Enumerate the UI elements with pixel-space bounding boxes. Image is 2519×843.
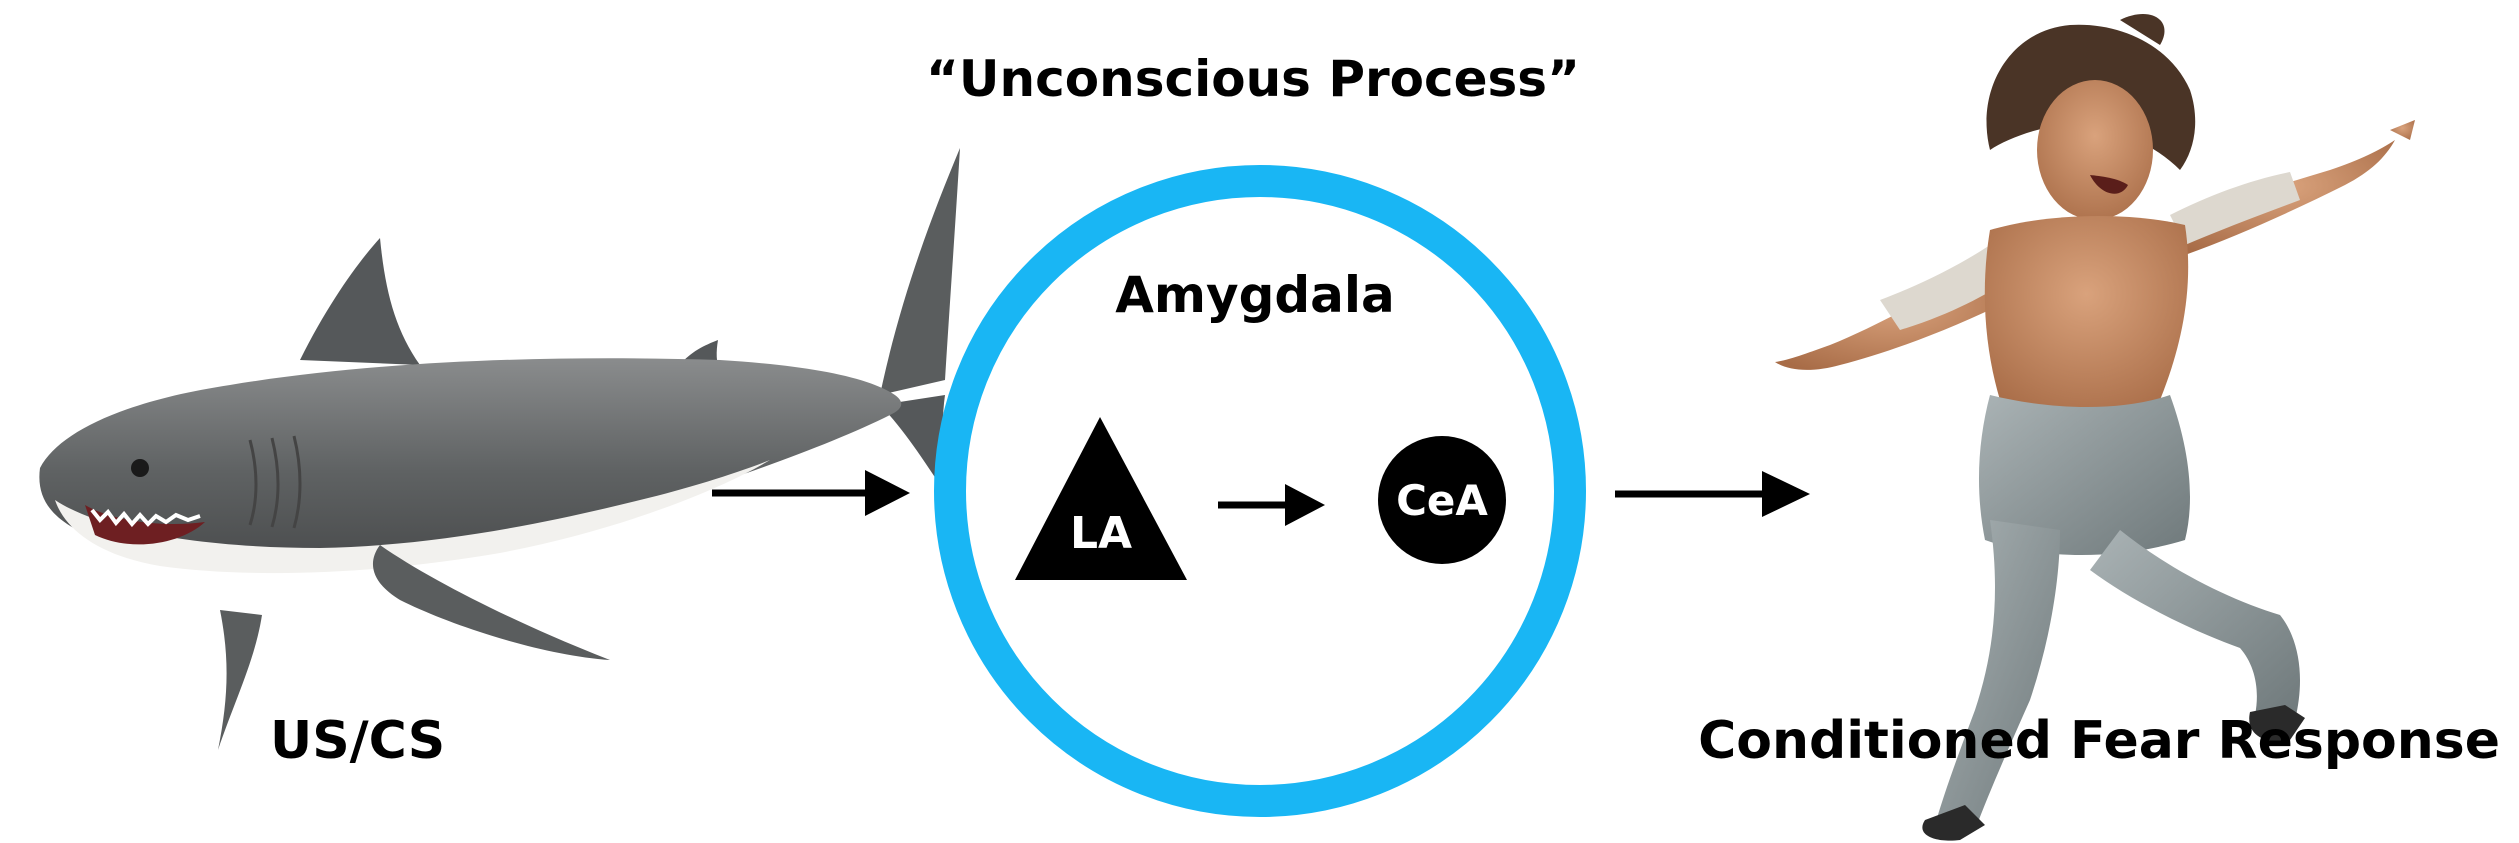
la-label: LA [1070,508,1132,559]
arrow-la-to-cea [1218,484,1325,526]
arrow-amygdala-to-response [1615,471,1810,517]
cea-label: CeA [1396,476,1488,525]
amygdala-label: Amygdala [1115,266,1395,324]
stimulus-label: US/CS [270,711,445,771]
arrow-stimulus-to-amygdala [712,470,910,516]
la-nucleus: LA [1015,417,1187,580]
cea-nucleus: CeA [1378,436,1506,564]
response-label: Conditioned Fear Response [1698,711,2500,771]
shark-image [39,148,960,750]
screaming-jumping-man-image [1775,14,2415,841]
diagram-title: “Unconscious Process” [926,50,1580,108]
amygdala-region [934,165,1586,817]
